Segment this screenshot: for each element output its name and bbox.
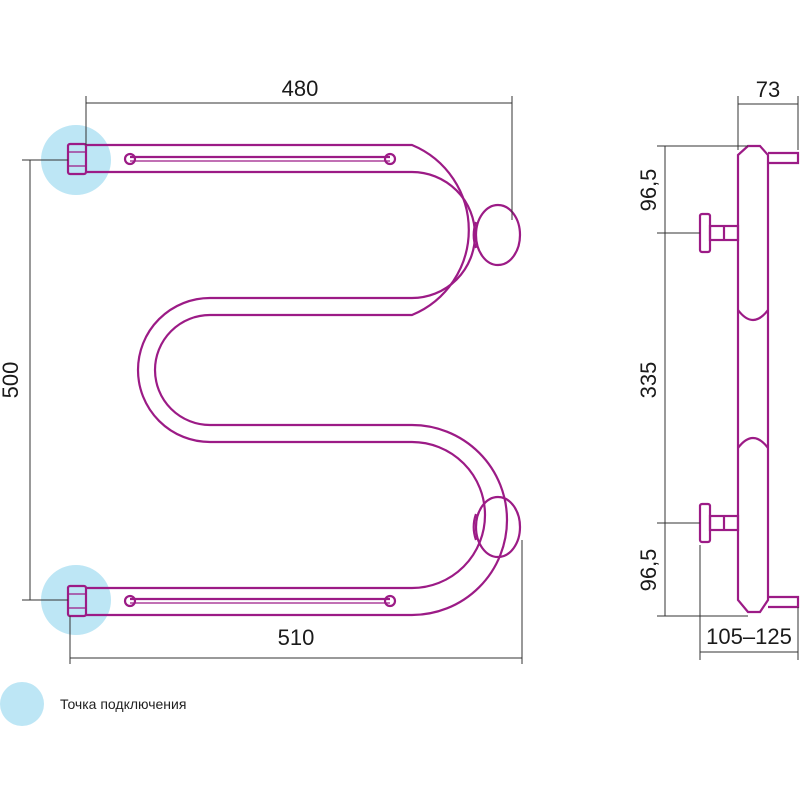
dim-73: 73 bbox=[756, 77, 780, 102]
side-arm-bottom bbox=[768, 595, 800, 609]
bracket-upper-shade bbox=[472, 221, 478, 249]
nut-bottom bbox=[66, 584, 88, 618]
dim-96-5-lower: 96,5 bbox=[636, 549, 661, 592]
bracket-lower bbox=[474, 495, 522, 559]
side-view bbox=[698, 144, 800, 614]
connection-point-bottom bbox=[41, 565, 111, 635]
side-arm-top bbox=[768, 151, 800, 165]
legend-label: Точка подключения bbox=[60, 696, 187, 712]
dim-480: 480 bbox=[282, 76, 319, 101]
side-tube bbox=[736, 144, 770, 614]
dim-105-125: 105–125 bbox=[706, 624, 792, 649]
pipe-outer-outline bbox=[86, 143, 509, 617]
dim-500: 500 bbox=[0, 362, 23, 399]
connection-point-dot bbox=[0, 682, 44, 726]
side-mount-upper-plate bbox=[698, 212, 712, 254]
front-view bbox=[66, 142, 522, 618]
pipe-inner-outline bbox=[86, 170, 487, 590]
dim-510: 510 bbox=[278, 625, 315, 650]
bracket-lower-shade bbox=[472, 513, 478, 541]
nut-top bbox=[66, 142, 88, 176]
dim-335: 335 bbox=[636, 362, 661, 399]
side-joint-upper bbox=[737, 309, 769, 322]
side-mount-lower-plate bbox=[698, 502, 712, 544]
side-joint-lower bbox=[737, 436, 769, 449]
upper-rod-end-left bbox=[123, 152, 137, 166]
dim-96-5-upper: 96,5 bbox=[636, 169, 661, 212]
upper-rod-end-right bbox=[383, 152, 397, 166]
side-dimensions bbox=[657, 96, 799, 660]
lower-rod-end-right bbox=[383, 594, 397, 608]
lower-rod-end-left bbox=[123, 594, 137, 608]
connection-point-top bbox=[41, 125, 111, 195]
front-dimensions bbox=[22, 96, 523, 664]
legend: Точка подключения bbox=[0, 682, 186, 726]
bracket-upper bbox=[474, 203, 522, 267]
